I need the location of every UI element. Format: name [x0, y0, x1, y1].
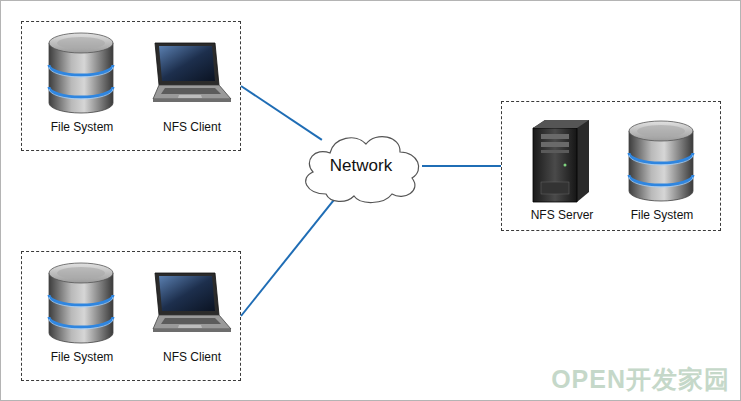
- node-caption: File System: [37, 120, 127, 134]
- group-box: File System NFS Client: [21, 21, 241, 151]
- network-link: [241, 197, 336, 316]
- cloud-outline: [306, 137, 419, 203]
- watermark: OPEN开发家园: [551, 363, 730, 396]
- icon-node: File System: [37, 260, 127, 364]
- network-link: [422, 165, 501, 167]
- node-caption: NFS Client: [147, 120, 237, 134]
- server-icon: [533, 120, 589, 202]
- network-label: Network: [330, 156, 392, 176]
- database-icon: [629, 121, 693, 201]
- node-caption: File System: [37, 350, 127, 364]
- node-caption: File System: [617, 208, 707, 222]
- database-icon: [49, 263, 113, 343]
- icon-node: NFS Server: [517, 110, 607, 222]
- icon-node: NFS Client: [147, 30, 237, 134]
- node-caption: NFS Client: [147, 350, 237, 364]
- group-box: File System NFS Client: [21, 251, 241, 381]
- icon-node: NFS Client: [147, 260, 237, 364]
- laptop-icon: [153, 273, 231, 332]
- group-box: NFS Server File System: [501, 101, 721, 231]
- network-link: [241, 86, 322, 140]
- node-caption: NFS Server: [517, 208, 607, 222]
- database-icon: [49, 33, 113, 113]
- icon-node: File System: [37, 30, 127, 134]
- laptop-icon: [153, 43, 231, 102]
- network-cloud: Network: [296, 126, 426, 206]
- icon-node: File System: [617, 110, 707, 222]
